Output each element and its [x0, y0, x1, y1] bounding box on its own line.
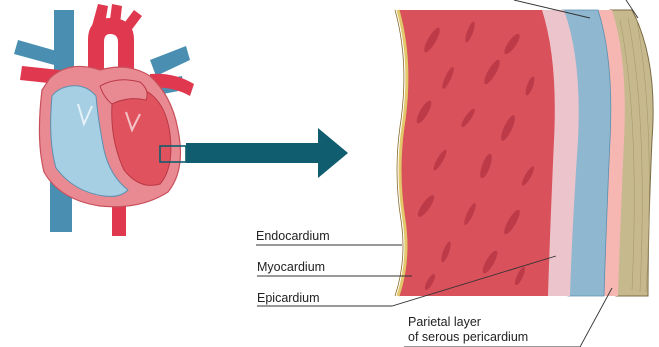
parietal-label-line2: of serous pericardium: [408, 330, 528, 345]
left-pulmonary-vein-upper: [14, 40, 60, 66]
myocardium-label: Myocardium: [257, 260, 325, 274]
myocardium-layer: [398, 10, 555, 296]
endocardium-label: Endocardium: [256, 229, 330, 243]
epicardium-label: Epicardium: [257, 291, 320, 305]
heart-illustration: [14, 4, 194, 236]
parietal-label-line1: Parietal layer: [408, 315, 528, 330]
magnification-arrow: [186, 128, 348, 178]
wall-cross-section: [395, 10, 653, 296]
pulmonary-vein-right: [150, 46, 190, 76]
parietal-layer-label: Parietal layer of serous pericardium: [408, 315, 528, 345]
